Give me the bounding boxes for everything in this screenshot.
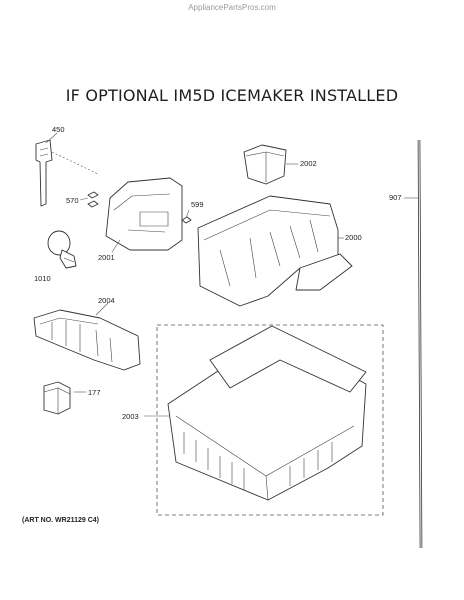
- art-number: (ART NO. WR21129 C4): [22, 517, 100, 524]
- callout-2002: 2002: [300, 159, 317, 168]
- part-2001[interactable]: [105, 177, 183, 253]
- callout-2001: 2001: [98, 253, 115, 262]
- part-2002[interactable]: [243, 144, 298, 185]
- watermark: AppliancePartsPros.com: [188, 3, 276, 12]
- callout-570: 570: [66, 196, 79, 205]
- part-2000[interactable]: [197, 195, 353, 307]
- part-450[interactable]: [35, 132, 99, 207]
- bucket-assembly-frame: [156, 324, 384, 516]
- part-570[interactable]: [79, 191, 99, 208]
- callout-599: 599: [191, 200, 204, 209]
- callout-2000: 2000: [345, 233, 362, 242]
- part-1010[interactable]: [47, 230, 77, 269]
- callout-907: 907: [389, 193, 402, 202]
- part-2004[interactable]: [33, 302, 141, 371]
- part-2003[interactable]: [144, 325, 367, 501]
- callout-1010: 1010: [34, 274, 51, 283]
- diagram-heading: IF OPTIONAL IM5D ICEMAKER INSTALLED: [65, 86, 399, 105]
- part-907[interactable]: [404, 139, 423, 549]
- part-177[interactable]: [43, 381, 86, 415]
- callout-450: 450: [52, 125, 65, 134]
- part-599[interactable]: [181, 209, 192, 224]
- callout-177: 177: [88, 388, 101, 397]
- callout-2004: 2004: [98, 296, 115, 305]
- callout-2003: 2003: [122, 412, 139, 421]
